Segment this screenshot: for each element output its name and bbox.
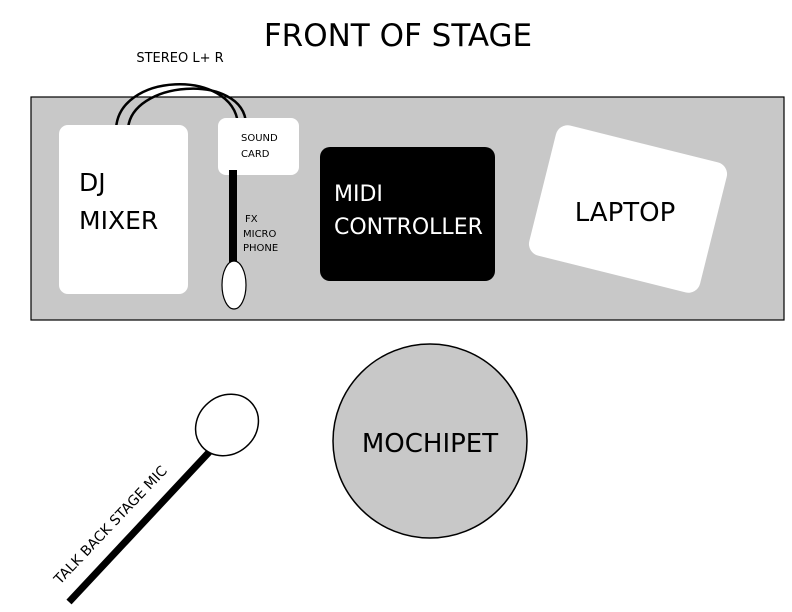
talkback-mic-head (194, 393, 260, 457)
sound-card-label-line2: CARD (241, 149, 270, 160)
sound-card (218, 118, 299, 175)
dj-mixer-label-line1: DJ (79, 168, 106, 197)
performer-label: MOCHIPET (362, 429, 498, 459)
dj-mixer (59, 125, 188, 294)
performer-position (332, 343, 528, 539)
laptop (528, 125, 728, 293)
stage-title: FRONT OF STAGE (264, 18, 532, 54)
laptop-label: LAPTOP (575, 198, 676, 228)
midi-controller-label-line2: CONTROLLER (334, 215, 483, 240)
sound-card-label-line1: SOUND (241, 133, 278, 144)
fx-mic-label-line2: MICRO (243, 229, 277, 240)
midi-controller-label-line1: MIDI (334, 182, 383, 207)
fx-mic-cable (229, 170, 237, 266)
talkback-mic-label: TALK BACK STAGE MIC (51, 463, 171, 589)
fx-mic-label-line1: FX (245, 214, 258, 225)
midi-controller (320, 147, 495, 281)
stereo-cables (114, 83, 248, 132)
talkback-mic-stand (66, 446, 215, 605)
fx-mic-head (221, 260, 247, 310)
fx-mic-label-line3: PHONE (243, 243, 278, 254)
stereo-cable-label: STEREO L+ R (136, 51, 223, 66)
dj-mixer-label-line2: MIXER (79, 206, 158, 235)
